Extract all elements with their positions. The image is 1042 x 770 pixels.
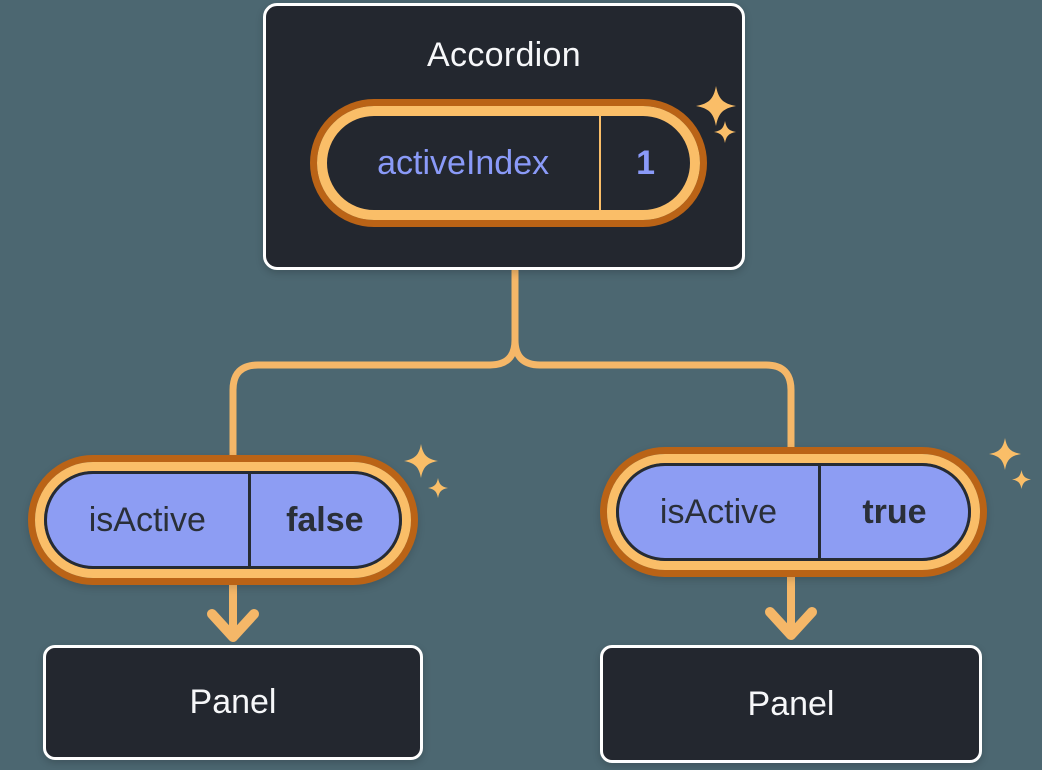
state-pill-activeindex-body: activeIndex 1 [317,106,700,220]
prop-value: false [286,500,364,539]
sparkle-icon [1012,470,1031,489]
branch-right-line [511,267,795,453]
prop-pill-right-ring: isActive true [607,454,980,570]
arrow-right-head [765,607,817,640]
prop-pill-isactive-left: isActive false [28,455,418,585]
sparkle-icon [428,478,448,498]
prop-pill-left-ring: isActive false [35,462,411,578]
state-pill-activeindex: activeIndex 1 [310,99,707,227]
prop-pill-isactive-right: isActive true [600,447,987,577]
accordion-node: Accordion activeIndex 1 [263,3,745,270]
accordion-node-title: Accordion [427,36,581,74]
sparkle-icon [989,438,1021,470]
sparkle-icon [404,444,438,478]
state-label: activeIndex [327,116,602,210]
arrow-left-head [207,609,259,642]
prop-label: isActive [47,474,251,566]
panel-node-right-label: Panel [747,684,835,723]
panel-node-left: Panel [43,645,423,760]
state-value: 1 [636,143,656,182]
prop-pill-right-body: isActive true [616,463,971,561]
prop-pill-left-body: isActive false [44,471,402,569]
branch-left-line [229,267,519,460]
panel-node-right: Panel [600,645,982,763]
prop-label: isActive [619,466,821,558]
prop-value: true [862,492,927,531]
panel-node-left-label: Panel [189,683,277,721]
